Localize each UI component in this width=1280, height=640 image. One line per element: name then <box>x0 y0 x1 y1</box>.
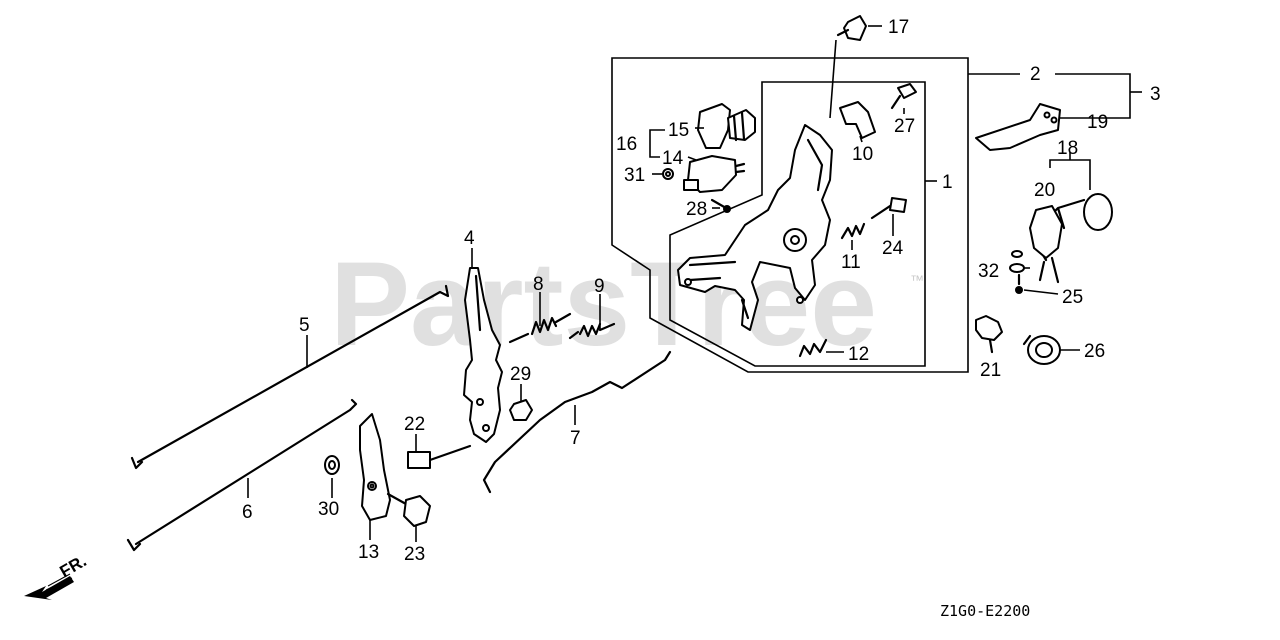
callout-3: 3 <box>1150 84 1161 105</box>
group-1-outline <box>669 81 926 367</box>
part-10-bracket <box>839 101 876 143</box>
callout-2: 2 <box>1030 64 1041 85</box>
part-11-spring <box>840 222 866 240</box>
direction-label: FR. <box>57 551 90 581</box>
callout-labels: 1 2 3 4 5 6 7 8 9 10 11 12 13 14 15 16 1… <box>242 17 1161 565</box>
part-30-washer <box>324 455 340 475</box>
part-14-switch <box>683 155 746 193</box>
part-26-clamp <box>1022 334 1061 365</box>
part-4-governor-arm <box>463 267 503 443</box>
callout-21: 21 <box>980 360 1001 381</box>
callout-14: 14 <box>662 148 684 169</box>
callout-5: 5 <box>299 315 310 336</box>
part-7-rod <box>482 350 672 494</box>
callout-4: 4 <box>464 228 475 249</box>
part-8-spring <box>508 312 572 344</box>
callout-22: 22 <box>404 414 425 435</box>
callout-12: 12 <box>848 344 869 365</box>
callout-10: 10 <box>852 144 873 165</box>
callout-8: 8 <box>533 274 544 295</box>
callout-18: 18 <box>1057 138 1078 159</box>
part-28-screw <box>710 198 731 213</box>
part-25-screw <box>1015 273 1023 294</box>
group-18-bracket <box>1049 159 1091 190</box>
callout-30: 30 <box>318 499 339 520</box>
part-13-lever <box>359 413 391 521</box>
part-5-rod <box>130 284 450 470</box>
callout-17: 17 <box>888 17 909 38</box>
callout-9: 9 <box>594 276 605 297</box>
part-15-switch <box>697 103 756 149</box>
callout-15: 15 <box>668 120 689 141</box>
callout-24: 24 <box>882 238 904 259</box>
callout-23: 23 <box>404 544 425 565</box>
watermark-trademark: ™ <box>910 272 924 288</box>
diagram-code: Z1G0-E2200 <box>940 602 1030 620</box>
group-2-outline <box>611 57 1020 373</box>
callout-11: 11 <box>841 252 861 273</box>
callout-1: 1 <box>942 172 953 193</box>
part-23-bolt <box>386 492 431 527</box>
part-27-bolt <box>890 83 917 110</box>
part-19-plate <box>975 103 1061 151</box>
part-12-spring <box>798 338 844 358</box>
callout-16: 16 <box>616 134 637 155</box>
callout-28: 28 <box>686 199 707 220</box>
group-16-bracket <box>649 129 665 158</box>
callout-25: 25 <box>1062 287 1083 308</box>
callout-20: 20 <box>1034 180 1055 201</box>
part-32-washer <box>1009 250 1025 273</box>
callout-27: 27 <box>894 116 915 137</box>
part-9-spring <box>568 322 616 340</box>
control-base-plate <box>677 124 833 331</box>
callout-29: 29 <box>510 364 531 385</box>
front-direction-arrow <box>24 573 74 600</box>
part-21-bolt <box>975 315 1003 354</box>
group-3-bracket <box>1055 73 1131 119</box>
callout-31: 31 <box>624 165 645 186</box>
part-24-bolt <box>870 197 907 220</box>
callout-13: 13 <box>358 542 379 563</box>
part-17-clip <box>829 15 882 119</box>
callout-26: 26 <box>1084 341 1105 362</box>
part-22-bolt <box>407 444 472 469</box>
callout-6: 6 <box>242 502 253 523</box>
part-20-stop-switch <box>1029 193 1113 284</box>
part-6-rod <box>126 398 358 552</box>
leader-lines <box>247 108 1085 542</box>
part-29-nut <box>509 399 533 421</box>
callout-7: 7 <box>570 428 581 449</box>
callout-32: 32 <box>978 261 999 282</box>
callout-19: 19 <box>1087 112 1108 133</box>
